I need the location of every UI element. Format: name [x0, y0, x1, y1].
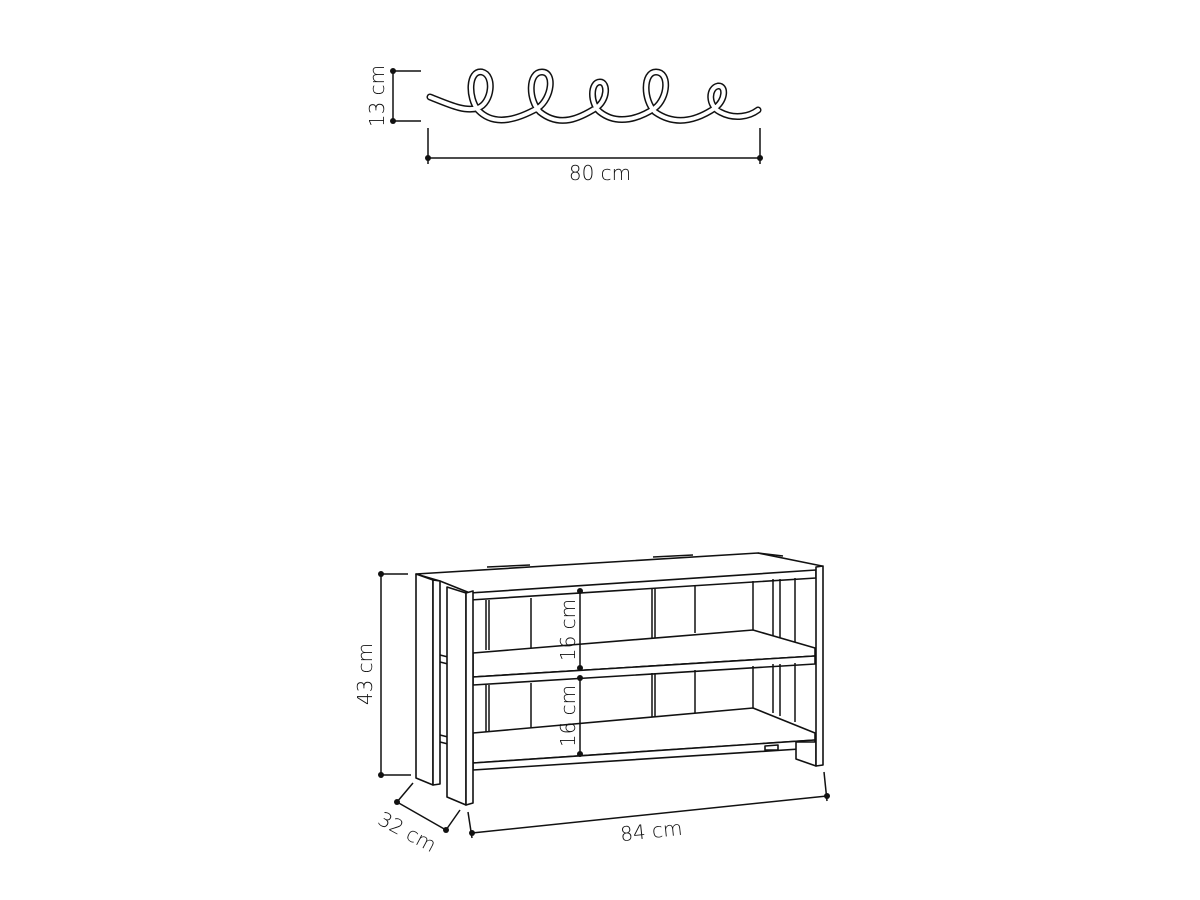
- hook-height-dimension: 13 cm: [365, 65, 421, 127]
- upper-shelf-gap-label: 16 cm: [556, 599, 580, 661]
- shelf-gap-dimensions: 16 cm 16 cm: [556, 588, 583, 757]
- bench-width-label: 84 cm: [619, 816, 683, 846]
- bench-height-dimension: 43 cm: [353, 571, 411, 778]
- hook-width-label: 80 cm: [569, 161, 631, 185]
- lower-shelf-gap-label: 16 cm: [556, 685, 580, 747]
- bench-depth-label: 32 cm: [374, 807, 440, 857]
- hook-height-label: 13 cm: [365, 65, 389, 127]
- hook-width-dimension: 80 cm: [425, 128, 763, 185]
- coat-hook-drawing: [426, 68, 762, 124]
- bench-width-dimension: 84 cm: [467, 771, 830, 846]
- bench-height-label: 43 cm: [353, 643, 377, 705]
- shoe-bench-drawing: [415, 552, 824, 806]
